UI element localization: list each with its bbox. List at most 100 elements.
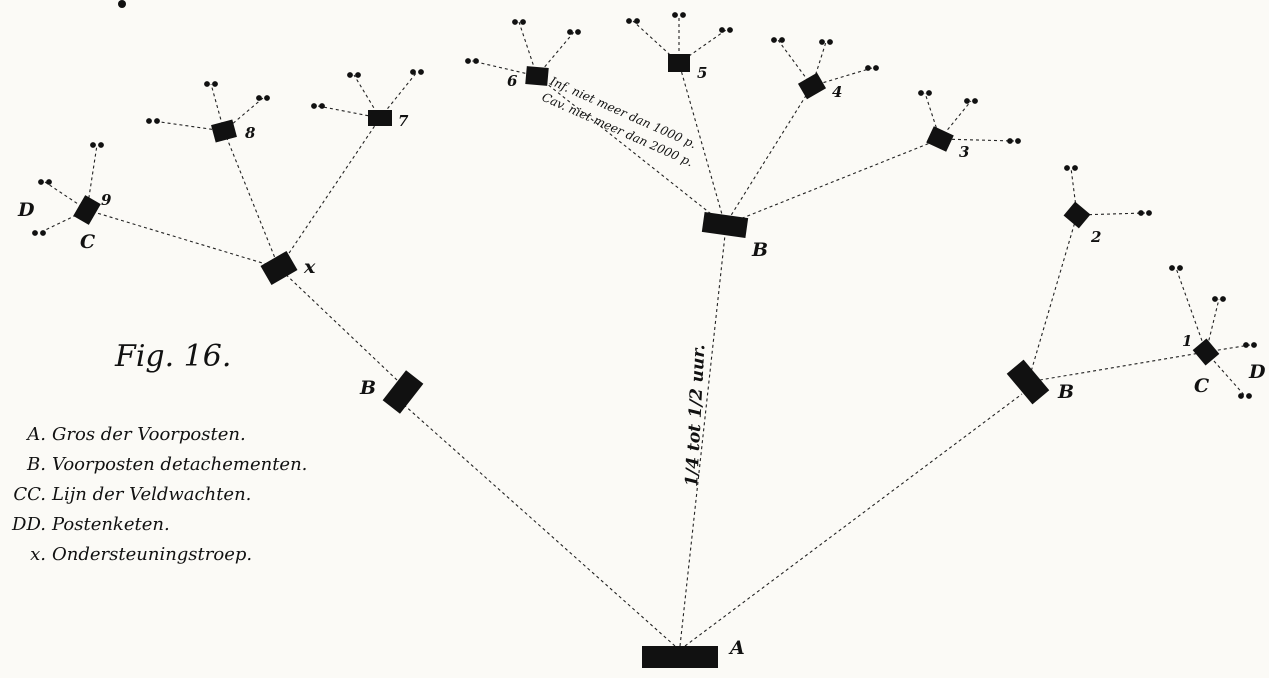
sentry-9-1-dot-1	[38, 179, 44, 185]
sentry-6-1-dot-1	[465, 58, 471, 64]
line-outpost-4-to-sentry-3	[811, 67, 873, 87]
support-troop-block	[260, 250, 298, 286]
line-outpost-7-to-sentry-1	[317, 105, 381, 119]
sentry-1-4-dot-2	[1246, 393, 1252, 399]
post-number-7: 7	[398, 112, 409, 130]
sentry-3-1-dot-1	[918, 90, 924, 96]
legend-item-dd: DD.Postenketen.	[12, 514, 170, 535]
sentry-4-3-dot-1	[865, 65, 871, 71]
line-outpost-3-to-sentry-3	[939, 138, 1015, 142]
sentry-9-2-dot-2	[98, 142, 104, 148]
sentry-1-1-dot-2	[1177, 265, 1183, 271]
sentry-3-1-dot-2	[926, 90, 932, 96]
sentry-9-2-dot-1	[90, 142, 96, 148]
sentry-7-2-dot-2	[355, 72, 361, 78]
legend-item-cc: CC.Lijn der Veldwachten.	[13, 484, 252, 505]
distance-label: 1/4 tot 1/2 uur.	[682, 344, 709, 487]
line-main-to-left	[402, 403, 676, 647]
sentry-3-2-dot-2	[972, 98, 978, 104]
sentry-6-1-dot-2	[473, 58, 479, 64]
ink-spot	[118, 0, 126, 8]
sentry-8-1-dot-1	[146, 118, 152, 124]
sentry-7-1-dot-2	[319, 103, 325, 109]
sentry-2-2-dot-1	[1138, 210, 1144, 216]
outpost-block-5	[668, 54, 690, 72]
legend-item-a: A.Gros der Voorposten.	[27, 424, 246, 445]
label-detachment-right: B	[1057, 381, 1074, 403]
outpost-block-2	[1063, 201, 1091, 229]
sentry-3-2-dot-1	[964, 98, 970, 104]
sentry-1-2-dot-2	[1220, 296, 1226, 302]
post-number-9: 9	[101, 191, 112, 209]
outpost-block-6	[525, 66, 549, 86]
sentry-1-3-dot-2	[1251, 342, 1257, 348]
sentry-3-3-dot-2	[1015, 138, 1021, 144]
sentry-7-3-dot-1	[410, 69, 416, 75]
sentry-4-2-dot-2	[827, 39, 833, 45]
sentry-9-3-dot-1	[32, 230, 38, 236]
sentry-4-1-dot-2	[779, 37, 785, 43]
line-left-to-support	[278, 267, 398, 381]
post-number-4: 4	[832, 83, 842, 101]
sentry-1-3-dot-1	[1243, 342, 1249, 348]
sentry-8-1-dot-2	[154, 118, 160, 124]
detachment-right-block	[1006, 359, 1050, 405]
sentry-6-3-dot-1	[567, 29, 573, 35]
label-main-body: A	[728, 637, 745, 659]
sentry-1-1-dot-1	[1169, 265, 1175, 271]
line-outpost-5-to-sentry-1	[632, 20, 680, 64]
detachment-center-block	[701, 212, 749, 238]
outpost-block-1	[1192, 338, 1220, 366]
label-detachment-center: B	[751, 239, 768, 261]
sentry-7-1-dot-1	[311, 103, 317, 109]
sentry-6-3-dot-2	[575, 29, 581, 35]
detachment-left-block	[382, 370, 424, 414]
line-to-outpost-8	[223, 130, 280, 269]
main-body-block	[642, 646, 718, 668]
sentry-5-2-dot-2	[680, 12, 686, 18]
outpost-block-9	[73, 195, 101, 225]
sentry-1-4-dot-1	[1238, 393, 1244, 399]
outpost-block-8	[211, 119, 237, 143]
sentry-4-2-dot-1	[819, 39, 825, 45]
line-to-outpost-2	[1027, 214, 1078, 383]
sentry-4-3-dot-2	[873, 65, 879, 71]
sentry-5-1-dot-2	[634, 18, 640, 24]
sentry-2-1-dot-2	[1072, 165, 1078, 171]
post-number-5: 5	[697, 64, 707, 82]
line-main-to-right	[684, 393, 1023, 647]
sentry-5-1-dot-1	[626, 18, 632, 24]
line-to-outpost-3	[724, 138, 941, 226]
sentry-4-1-dot-1	[771, 37, 777, 43]
post-number-8: 8	[245, 124, 256, 142]
sentry-2-1-dot-1	[1064, 165, 1070, 171]
label-support-troop: x	[303, 256, 316, 278]
post-number-2: 2	[1090, 228, 1101, 246]
outpost-block-4	[797, 72, 827, 100]
label-c-right: C	[1194, 375, 1209, 397]
line-to-outpost-9	[86, 209, 280, 269]
line-to-outpost-1	[1027, 351, 1207, 383]
line-main-to-center	[679, 234, 726, 647]
post-number-3: 3	[959, 143, 969, 161]
sentry-9-1-dot-2	[46, 179, 52, 185]
post-number-6: 6	[507, 72, 518, 90]
label-d-right: D	[1248, 361, 1266, 383]
sentry-1-2-dot-1	[1212, 296, 1218, 302]
sentry-8-3-dot-1	[256, 95, 262, 101]
label-d-left: D	[17, 199, 35, 221]
post-number-1: 1	[1182, 332, 1192, 350]
line-to-outpost-4	[724, 85, 813, 226]
sentry-8-2-dot-2	[212, 81, 218, 87]
sentry-3-3-dot-1	[1007, 138, 1013, 144]
figure-title: Fig. 16.	[114, 339, 231, 374]
legend: A.Gros der Voorposten. B.Voorposten deta…	[12, 420, 307, 570]
outpost-block-3	[926, 126, 954, 152]
sentry-8-3-dot-2	[264, 95, 270, 101]
sentry-8-2-dot-1	[204, 81, 210, 87]
sentry-5-3-dot-1	[719, 27, 725, 33]
line-to-outpost-7	[278, 117, 381, 269]
sentry-2-2-dot-2	[1146, 210, 1152, 216]
